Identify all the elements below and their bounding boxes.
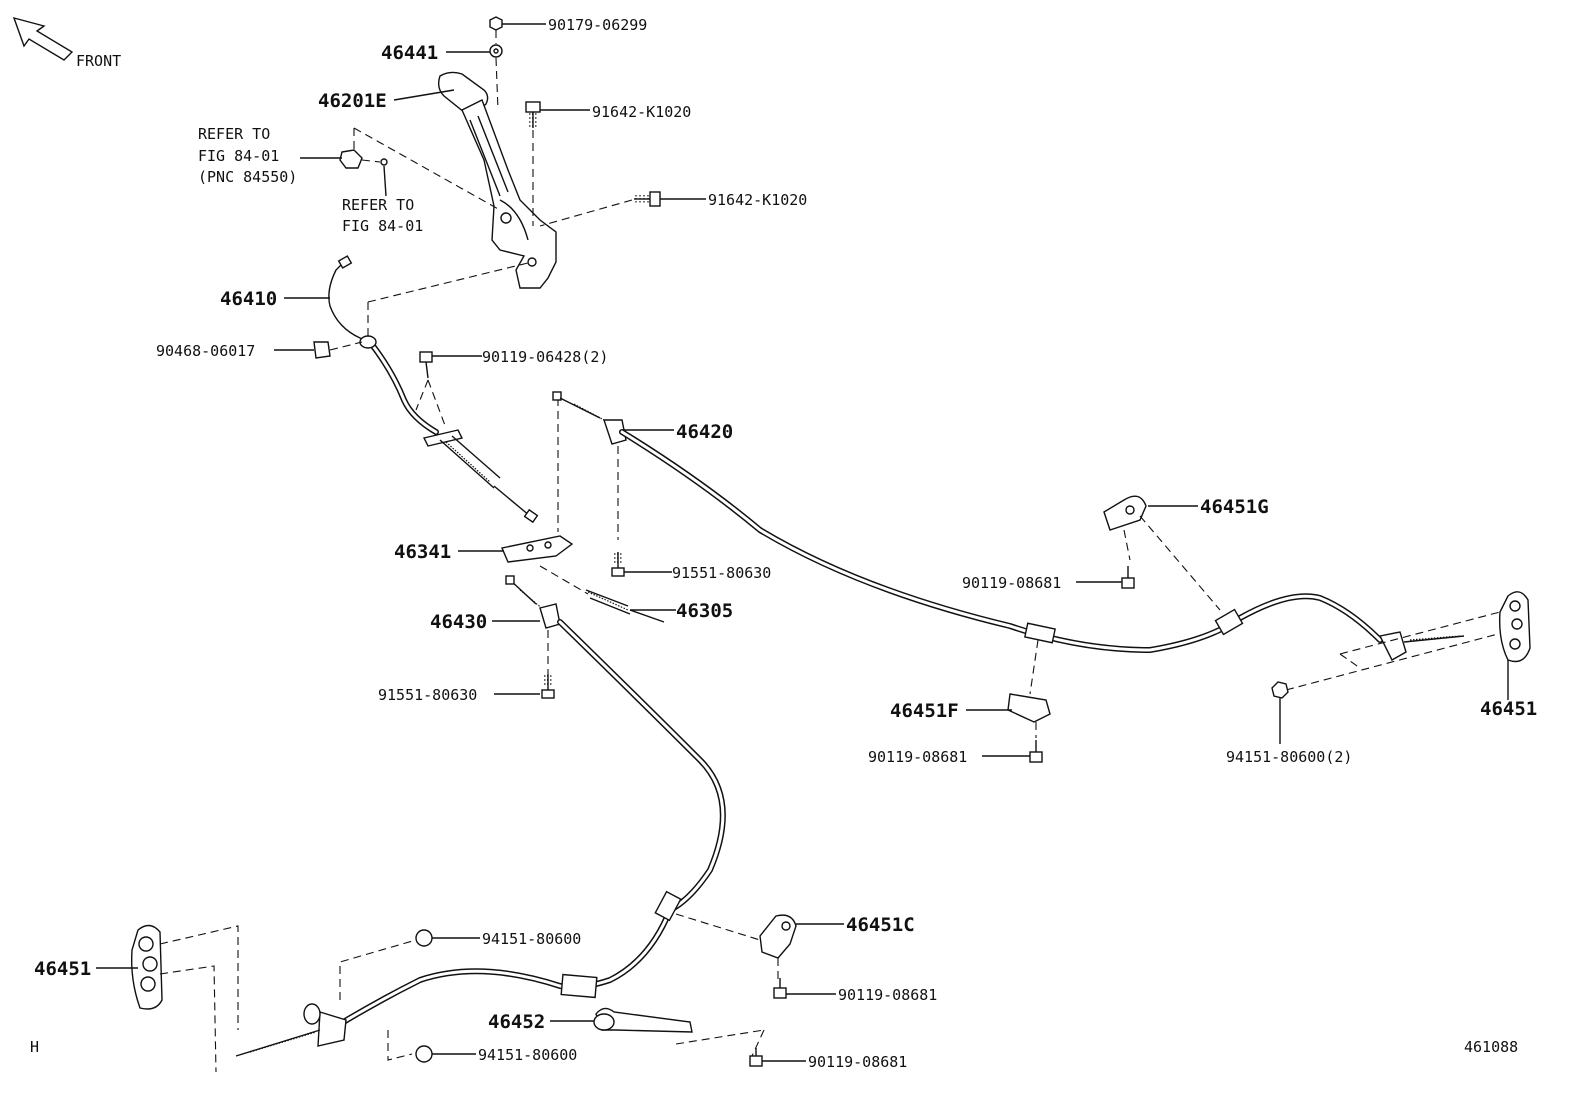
clip-icon bbox=[1007, 693, 1051, 723]
front-arrow-icon bbox=[12, 16, 74, 61]
bolt-icon bbox=[773, 978, 787, 999]
bolt-icon bbox=[541, 674, 555, 699]
equalizer-icon bbox=[501, 535, 574, 563]
backing-plate-icon bbox=[1498, 591, 1531, 663]
nut-icon bbox=[415, 929, 433, 1063]
label-46441: 46441 bbox=[381, 42, 438, 64]
bolt-icon bbox=[1121, 566, 1135, 589]
clip-icon bbox=[313, 341, 331, 359]
bolt-icon bbox=[634, 191, 661, 207]
label-46452: 46452 bbox=[488, 1011, 545, 1033]
bolt-icon bbox=[525, 101, 541, 128]
label-46451-right: 46451 bbox=[1480, 698, 1537, 720]
label-90468-06017: 90468-06017 bbox=[156, 342, 255, 360]
refer-note-2-line-2: FIG 84-01 bbox=[342, 217, 423, 235]
return-spring-icon bbox=[539, 565, 665, 623]
label-46451g: 46451G bbox=[1200, 496, 1269, 518]
label-91642-k1020-a: 91642-K1020 bbox=[592, 103, 691, 121]
refer-note-1-line-3: (PNC 84550) bbox=[198, 168, 297, 186]
label-94151-80600-b: 94151-80600 bbox=[478, 1046, 577, 1064]
label-46341: 46341 bbox=[394, 541, 451, 563]
bolt-icon bbox=[419, 351, 433, 379]
refer-note-1-line-2: FIG 84-01 bbox=[198, 147, 279, 165]
label-94151-80600-a: 94151-80600 bbox=[482, 930, 581, 948]
label-46451c: 46451C bbox=[846, 914, 915, 936]
label-91551-80630-b: 91551-80630 bbox=[378, 686, 477, 704]
refer-note-1-line-1: REFER TO bbox=[198, 125, 270, 143]
clip-icon bbox=[1103, 495, 1147, 531]
bolt-icon bbox=[749, 1048, 763, 1067]
label-91551-80630-a: 91551-80630 bbox=[672, 564, 771, 582]
label-46430: 46430 bbox=[430, 611, 487, 633]
label-90119-08681-d: 90119-08681 bbox=[808, 1053, 907, 1071]
bolt-icon bbox=[1029, 740, 1043, 763]
figure-number: 461088 bbox=[1464, 1038, 1518, 1056]
switch-icon bbox=[339, 149, 388, 169]
label-90119-08681-b: 90119-08681 bbox=[868, 748, 967, 766]
leader-lines bbox=[96, 23, 1509, 1062]
label-46305: 46305 bbox=[676, 600, 733, 622]
label-90119-06428: 90119-06428(2) bbox=[482, 348, 608, 366]
parking-brake-lever-icon bbox=[437, 71, 557, 289]
backing-plate-icon bbox=[130, 924, 163, 1010]
label-46410: 46410 bbox=[220, 288, 277, 310]
corner-mark: H bbox=[30, 1038, 39, 1056]
nut-icon bbox=[1271, 681, 1289, 699]
nut-icon bbox=[489, 16, 503, 58]
refer-note-2-line-1: REFER TO bbox=[342, 196, 414, 214]
label-90179-06299: 90179-06299 bbox=[548, 16, 647, 34]
label-90119-08681-c: 90119-08681 bbox=[838, 986, 937, 1004]
bracket-icon bbox=[593, 1007, 693, 1033]
bolt-icon bbox=[611, 552, 625, 577]
label-46420: 46420 bbox=[676, 421, 733, 443]
label-94151-80600-2: 94151-80600(2) bbox=[1226, 748, 1352, 766]
label-91642-k1020-b: 91642-K1020 bbox=[708, 191, 807, 209]
front-label: FRONT bbox=[76, 52, 121, 70]
label-46451-left: 46451 bbox=[34, 958, 91, 980]
label-46451f: 46451F bbox=[890, 700, 959, 722]
label-90119-08681-a: 90119-08681 bbox=[962, 574, 1061, 592]
clip-icon bbox=[759, 914, 797, 959]
label-46201e: 46201E bbox=[318, 90, 387, 112]
